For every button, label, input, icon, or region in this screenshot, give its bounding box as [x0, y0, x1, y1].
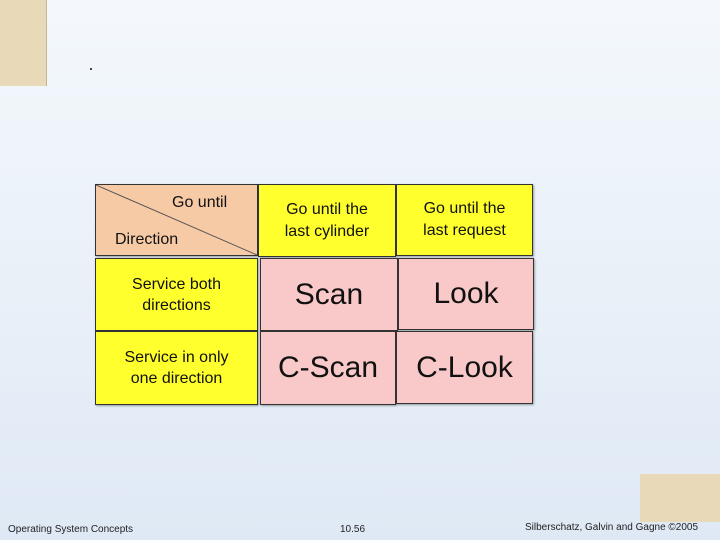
row-header-both-directions-text: Service both directions — [132, 275, 221, 314]
dinosaur-illustration-bottom-right — [640, 474, 720, 522]
cell-c-look: C-Look — [396, 331, 533, 404]
cell-c-scan-text: C-Scan — [277, 351, 379, 384]
row-header-one-direction: Service in only one direction — [95, 331, 258, 405]
decorative-dot — [90, 68, 92, 70]
footer-course-title: Operating System Concepts — [8, 524, 134, 535]
table-corner-cell — [95, 184, 258, 256]
corner-label-go-until: Go until — [172, 194, 228, 211]
column-header-last-request: Go until the last request — [396, 184, 533, 256]
row-header-both-directions: Service both directions — [95, 258, 258, 331]
corner-label-direction: Direction — [115, 231, 179, 248]
cell-look: Look — [398, 258, 534, 330]
dinosaur-illustration-top-left — [0, 0, 47, 86]
footer-page-number: 10.56 — [340, 524, 366, 535]
cell-c-scan: C-Scan — [260, 331, 396, 405]
footer-copyright: Silberschatz, Galvin and Gagne ©2005 — [525, 522, 699, 533]
cell-look-text: Look — [433, 277, 499, 310]
row-header-one-direction-text: Service in only one direction — [124, 349, 229, 387]
column-header-last-cylinder: Go until the last cylinder — [258, 184, 396, 257]
cell-c-look-text: C-Look — [416, 350, 513, 384]
column-header-last-request-text: Go until the last request — [423, 200, 506, 239]
cell-scan: Scan — [260, 258, 398, 331]
column-header-last-cylinder-text: Go until the last cylinder — [284, 200, 370, 240]
diagonal-divider — [96, 185, 257, 255]
cell-scan-text: Scan — [294, 277, 364, 311]
